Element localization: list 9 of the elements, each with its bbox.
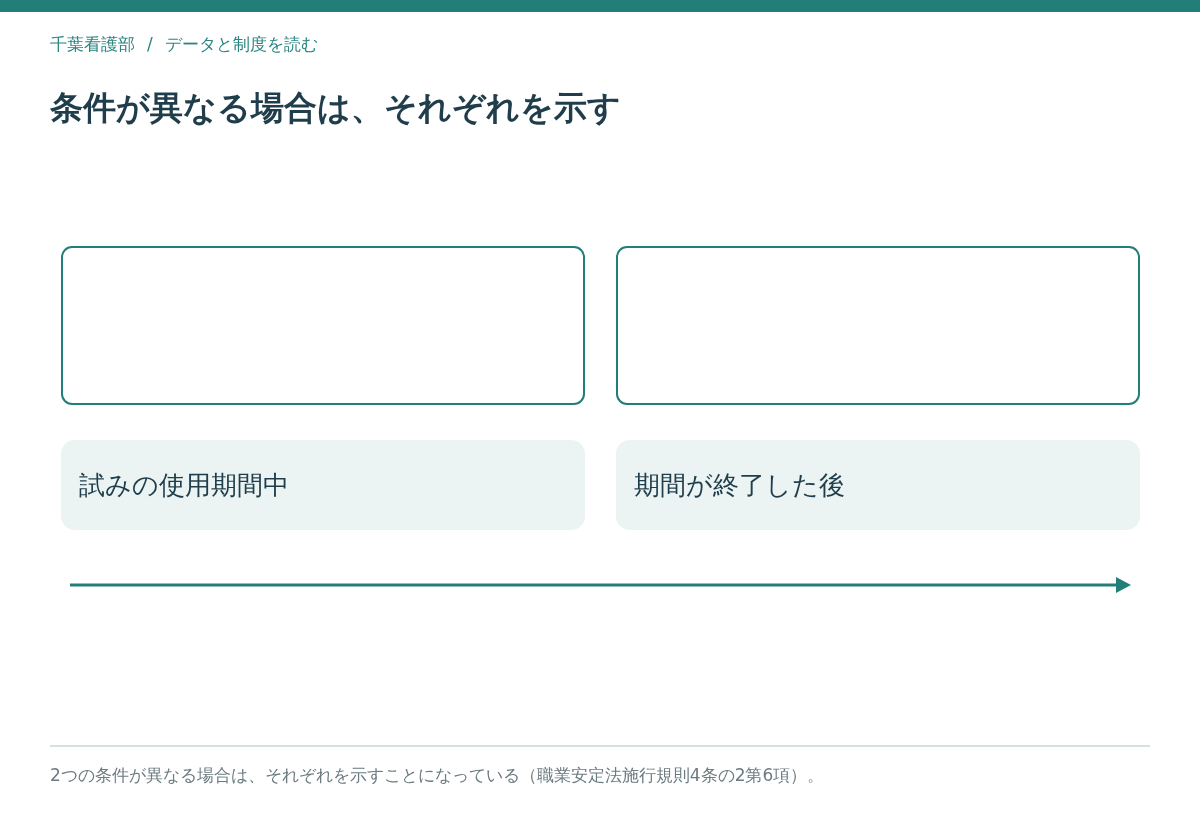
breadcrumb-item: 千葉看護部: [50, 33, 135, 55]
period-label: 期間が終了した後: [634, 469, 845, 502]
breadcrumb-separator: /: [147, 33, 153, 55]
footnote-text: 2つの条件が異なる場合は、それぞれを示すことになっている（職業安定法施行規則4条の2第6項）。: [50, 764, 825, 786]
period-label: 試みの使用期間中: [79, 469, 289, 502]
breadcrumb-item: データと制度を読む: [164, 33, 318, 55]
empty-frame: [61, 246, 585, 405]
empty-frame: [616, 246, 1140, 405]
page-title: 条件が異なる場合は、それぞれを示す: [50, 87, 621, 129]
